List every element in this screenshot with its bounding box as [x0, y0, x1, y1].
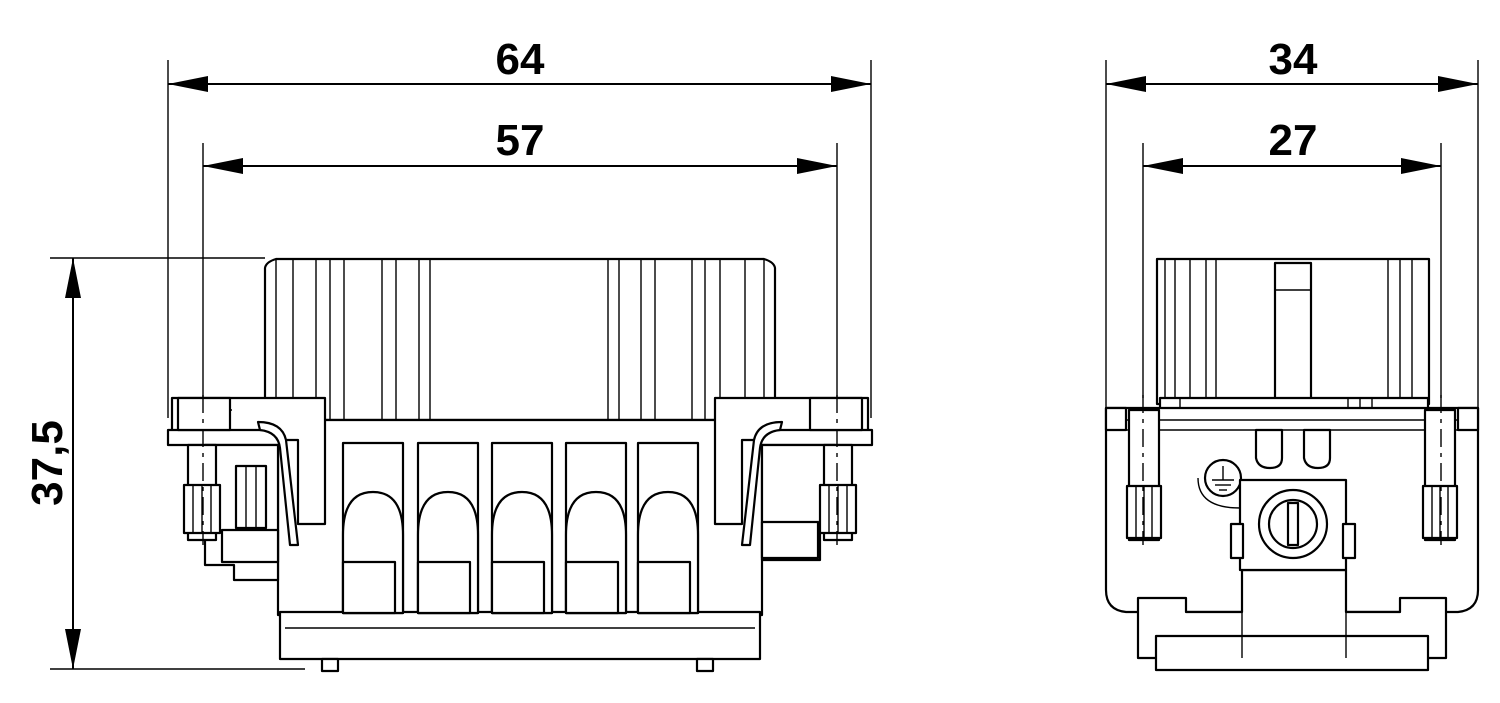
dim-label-34: 34 [1269, 35, 1318, 84]
contact-chambers [341, 441, 700, 615]
dim-label-37-5: 37,5 [23, 420, 72, 506]
dim-label-57: 57 [496, 116, 545, 165]
front-dimensions: 64 57 37,5 [23, 35, 872, 670]
dimension-side-width-overall: 34 [1106, 35, 1478, 92]
dimension-width-overall: 64 [168, 35, 871, 92]
side-dimensions: 34 27 [1105, 35, 1479, 408]
dim-label-64: 64 [496, 35, 545, 84]
dim-label-27: 27 [1269, 116, 1318, 165]
dimension-height: 37,5 [23, 257, 305, 670]
side-view-connector [1104, 257, 1480, 672]
dimension-side-width-mounting: 27 [1143, 116, 1441, 174]
dimension-width-mounting: 57 [203, 116, 837, 174]
front-view-connector [166, 257, 874, 673]
